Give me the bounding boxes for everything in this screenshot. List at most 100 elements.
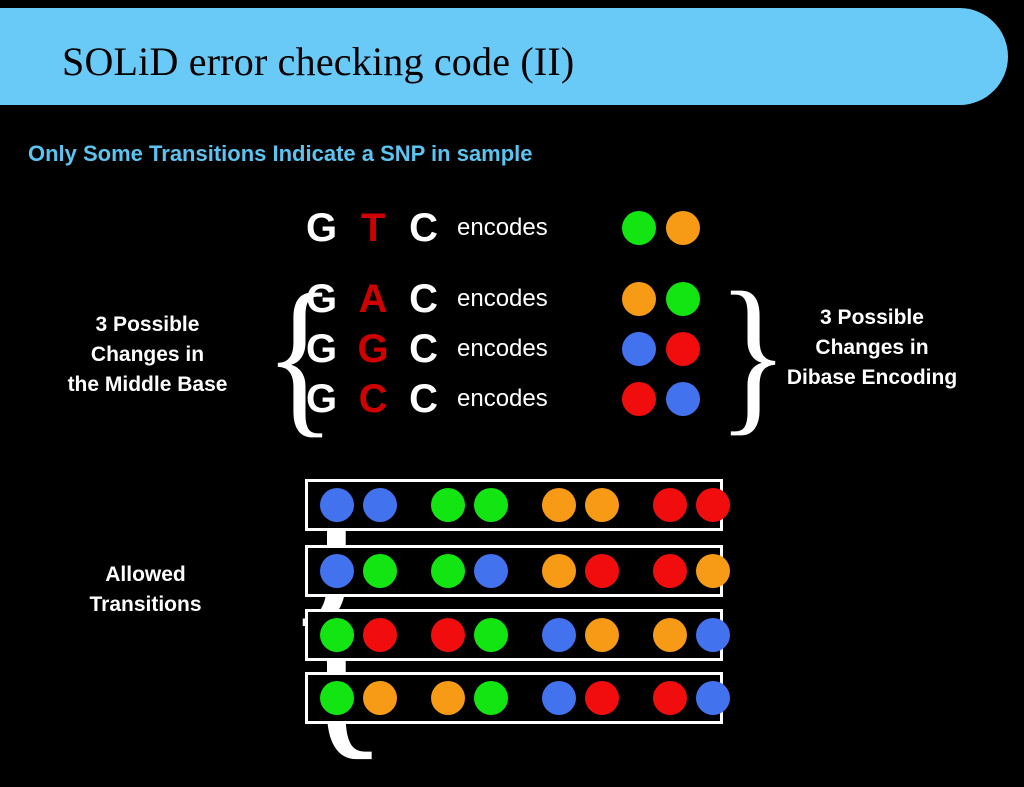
dibase-dot-orange [431, 681, 465, 715]
label-allowed-transitions: Allowed Transitions [38, 560, 253, 620]
dibase-dot-red [653, 554, 687, 588]
dibase-color-pair [622, 203, 700, 253]
dibase-dot-red [653, 681, 687, 715]
base-letter-mutated: C [358, 376, 388, 421]
base-letter-mutated: A [358, 276, 388, 321]
dibase-dot-green [474, 618, 508, 652]
allowed-transition-row [305, 545, 730, 597]
dibase-pair [542, 488, 619, 522]
left-curly-brace-icon: { [264, 258, 336, 452]
dibase-dot-red [585, 681, 619, 715]
dibase-pair [320, 488, 397, 522]
base-letter: G [306, 276, 338, 321]
label-three-possible-changes-middle-base: 3 Possible Changes in the Middle Base [40, 310, 255, 399]
dibase-dot-orange [585, 618, 619, 652]
encodes-label: encodes [457, 285, 548, 312]
dibase-pair [431, 681, 508, 715]
base-letter: G [306, 376, 338, 421]
encodes-label: encodes [457, 214, 548, 241]
dibase-dot-green [666, 282, 700, 316]
dibase-dot-orange [622, 282, 656, 316]
dibase-dot-red [696, 488, 730, 522]
allowed-transition-pairs [308, 612, 730, 658]
dibase-dot-blue [696, 618, 730, 652]
dibase-pair [542, 681, 619, 715]
base-letter: C [409, 276, 438, 321]
dibase-dot-red [666, 332, 700, 366]
label-line: Changes in [815, 335, 929, 359]
dibase-dot-orange [542, 554, 576, 588]
label-line: Allowed [105, 563, 186, 586]
dibase-dot-red [431, 618, 465, 652]
label-line: Changes in [90, 342, 205, 366]
dibase-dot-orange [542, 488, 576, 522]
dibase-dot-orange [653, 618, 687, 652]
label-line: 3 Possible [820, 306, 924, 329]
dibase-dot-green [474, 681, 508, 715]
label-line: 3 Possible [95, 313, 200, 336]
dibase-dot-red [653, 488, 687, 522]
dibase-dot-blue [622, 332, 656, 366]
label-line: Transitions [89, 592, 202, 616]
slide-subtitle: Only Some Transitions Indicate a SNP in … [28, 141, 533, 166]
dibase-pair [653, 681, 730, 715]
dibase-pair [542, 618, 619, 652]
allowed-transition-pairs [308, 675, 730, 721]
dibase-dot-blue [666, 382, 700, 416]
dibase-dot-red [622, 382, 656, 416]
dibase-pair [320, 618, 397, 652]
dibase-dot-orange [696, 554, 730, 588]
dibase-pair [542, 554, 619, 588]
dibase-dot-green [474, 488, 508, 522]
base-letter: G [306, 205, 338, 250]
dibase-dot-orange [666, 211, 700, 245]
dibase-pair [320, 554, 397, 588]
base-letter: C [409, 376, 438, 421]
dibase-pair [320, 681, 397, 715]
dibase-dot-orange [363, 681, 397, 715]
dibase-dot-green [320, 618, 354, 652]
dibase-pair [431, 554, 508, 588]
dibase-dot-green [431, 554, 465, 588]
dibase-pair [653, 554, 730, 588]
dibase-dot-blue [474, 554, 508, 588]
dibase-dot-red [585, 554, 619, 588]
encodes-label: encodes [457, 385, 548, 412]
base-letter-mutated: T [360, 205, 386, 250]
label-line: the Middle Base [67, 372, 228, 396]
allowed-transition-row [305, 609, 730, 661]
label-three-possible-changes-dibase: 3 Possible Changes in Dibase Encoding [752, 303, 992, 392]
dibase-dot-blue [363, 488, 397, 522]
dibase-dot-red [363, 618, 397, 652]
allowed-transition-pairs [308, 548, 730, 594]
dibase-pair [653, 488, 730, 522]
dibase-dot-blue [542, 618, 576, 652]
base-letter-mutated: G [357, 326, 389, 371]
encodes-label: encodes [457, 335, 548, 362]
dibase-dot-green [363, 554, 397, 588]
dibase-dot-green [320, 681, 354, 715]
base-letter: C [409, 205, 438, 250]
page-title: SOLiD error checking code (II) [62, 39, 575, 84]
dibase-pair [431, 488, 508, 522]
right-curly-brace-icon: } [717, 256, 789, 450]
slide-title-bar: SOLiD error checking code (II) [0, 8, 1008, 105]
dibase-dot-green [622, 211, 656, 245]
dibase-dot-orange [585, 488, 619, 522]
dibase-dot-blue [320, 554, 354, 588]
dibase-dot-green [431, 488, 465, 522]
allowed-transition-row [305, 672, 730, 724]
dibase-dot-blue [320, 488, 354, 522]
dibase-color-pair [622, 324, 700, 374]
dibase-color-pair [622, 374, 700, 424]
dibase-pair [431, 618, 508, 652]
base-letter: G [306, 326, 338, 371]
